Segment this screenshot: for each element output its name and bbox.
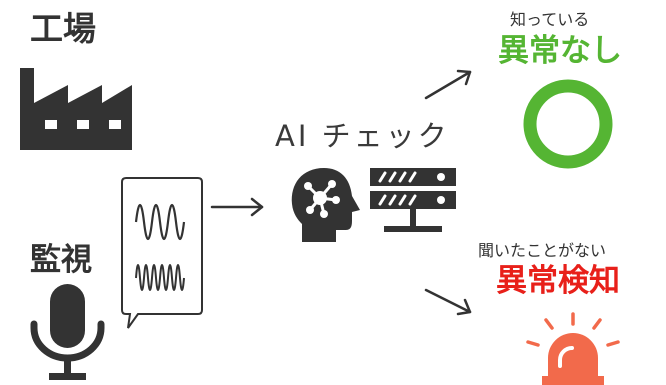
- known-caption: 知っている: [510, 10, 590, 29]
- monitoring-label: 監視: [30, 242, 92, 278]
- factory-label: 工場: [30, 9, 96, 48]
- circle-ok-icon: [523, 79, 613, 169]
- arrow-to-ai: [210, 197, 264, 217]
- factory-icon: [20, 68, 132, 150]
- arrow-to-anomaly: [424, 288, 472, 316]
- server-icon: [370, 168, 456, 232]
- waveform-icon: [121, 177, 203, 329]
- arrow-to-normal: [424, 69, 472, 100]
- unknown-caption: 聞いたことがない: [478, 241, 607, 260]
- microphone-icon: [30, 284, 105, 380]
- anomaly-result-label: 異常検知: [496, 263, 620, 299]
- ai-check-label: AI チェック: [275, 119, 450, 153]
- siren-icon: [526, 312, 620, 385]
- normal-result-label: 異常なし: [498, 33, 622, 69]
- ai-head-icon: [291, 168, 360, 242]
